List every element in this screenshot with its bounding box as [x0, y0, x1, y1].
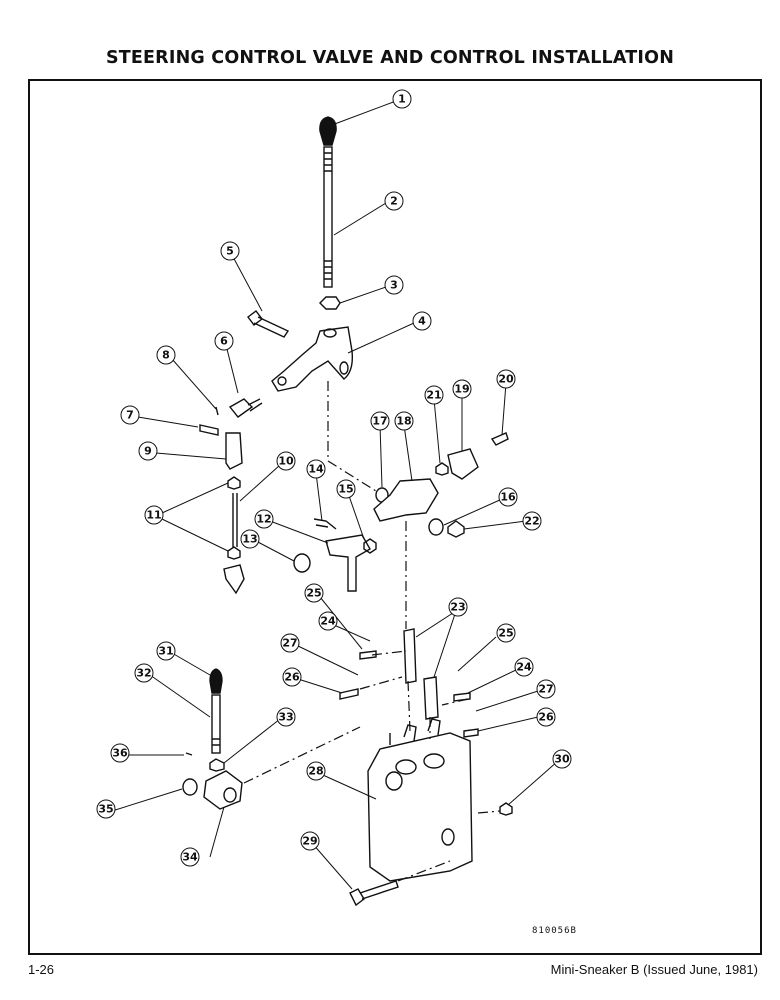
part-bolt-right [463, 728, 479, 738]
callout-26: 26 [284, 671, 300, 684]
guide-line [407, 680, 411, 732]
callout-20: 20 [498, 373, 514, 386]
part-nut-valve [499, 802, 513, 816]
callout-4: 4 [418, 315, 426, 328]
callout-6: 6 [220, 335, 228, 348]
callout-29: 29 [302, 835, 317, 848]
guide-line [243, 726, 361, 784]
part-screw [490, 432, 509, 446]
callout-14: 14 [308, 463, 324, 476]
callout-36: 36 [112, 747, 128, 760]
callout-27: 27 [282, 637, 297, 650]
callout-17: 17 [372, 415, 387, 428]
guide-line [327, 381, 377, 492]
part-collar [203, 770, 243, 810]
callout-28: 28 [308, 765, 323, 778]
callout-18: 18 [396, 415, 411, 428]
callout-24b: 24 [516, 661, 532, 674]
part-nut-bracket [363, 538, 377, 554]
part-control-rod [323, 146, 333, 288]
callout-10: 10 [278, 455, 294, 468]
part-pin-upper [359, 650, 377, 660]
part-bolt-left [339, 688, 359, 700]
callout-12: 12 [256, 513, 271, 526]
callout-35: 35 [98, 803, 113, 816]
callout-24: 24 [320, 615, 336, 628]
callout-1: 1 [398, 93, 406, 106]
diagram-frame: 1 2 3 4 5 6 7 8 9 10 11 12 13 14 15 16 1… [28, 79, 762, 955]
part-bracket [325, 534, 371, 592]
part-knob [319, 116, 337, 146]
part-valve-body [367, 718, 473, 882]
guide-line [397, 860, 451, 882]
part-spool-block [373, 478, 439, 522]
part-control-arm [271, 326, 354, 392]
callout-15: 15 [338, 483, 353, 496]
part-clevis [228, 398, 263, 418]
callout-31: 31 [158, 645, 173, 658]
callout-26b: 26 [538, 711, 554, 724]
part-washer-lower [182, 778, 198, 796]
drawing-number: 810056B [532, 926, 577, 936]
callout-33: 33 [278, 711, 293, 724]
part-hex-nut [319, 296, 341, 310]
callout-27b: 27 [538, 683, 553, 696]
callout-21: 21 [426, 389, 441, 402]
publication-info: Mini-Sneaker B (Issued June, 1981) [550, 962, 758, 977]
part-nut-right [447, 520, 465, 538]
part-nut-lower [209, 758, 225, 772]
callout-3: 3 [390, 279, 398, 292]
callout-32: 32 [136, 667, 151, 680]
callout-25b: 25 [498, 627, 513, 640]
part-knob-lower [209, 668, 223, 694]
callout-30: 30 [554, 753, 570, 766]
callout-9: 9 [144, 445, 152, 458]
part-cotter-lower [185, 752, 193, 756]
part-pin [199, 424, 219, 436]
callout-5: 5 [226, 245, 234, 258]
page-title: STEERING CONTROL VALVE AND CONTROL INSTA… [105, 48, 675, 68]
callout-34: 34 [182, 851, 198, 864]
exploded-view-diagram: 1 2 3 4 5 6 7 8 9 10 11 12 13 14 15 16 1… [96, 89, 572, 907]
part-bolt-arm [247, 310, 290, 338]
callout-22: 22 [524, 515, 539, 528]
part-rod-lower [211, 694, 221, 754]
callout-13: 13 [242, 533, 257, 546]
part-nut-small [435, 462, 449, 476]
part-threaded-rod [223, 476, 245, 595]
callout-25: 25 [306, 587, 321, 600]
callout-8: 8 [162, 349, 170, 362]
part-washer-right [428, 518, 444, 536]
part-cover-plate [447, 448, 479, 480]
page-number: 1-26 [28, 962, 55, 977]
part-bushing [293, 553, 311, 573]
callout-16: 16 [500, 491, 516, 504]
callout-23: 23 [450, 601, 465, 614]
guide-line [359, 676, 403, 690]
callout-2: 2 [390, 195, 398, 208]
part-bolt-bracket [313, 518, 337, 530]
part-links [403, 628, 439, 720]
guide-line [441, 698, 469, 706]
callout-11: 11 [146, 509, 161, 522]
part-long-bolt [349, 880, 399, 907]
part-cotter-pin [215, 406, 219, 416]
part-clevis-lower [225, 432, 243, 470]
callout-7: 7 [126, 409, 134, 422]
guide-line [477, 810, 501, 814]
part-pin-right [453, 692, 471, 702]
guide-line [371, 650, 407, 656]
callout-19: 19 [454, 383, 469, 396]
